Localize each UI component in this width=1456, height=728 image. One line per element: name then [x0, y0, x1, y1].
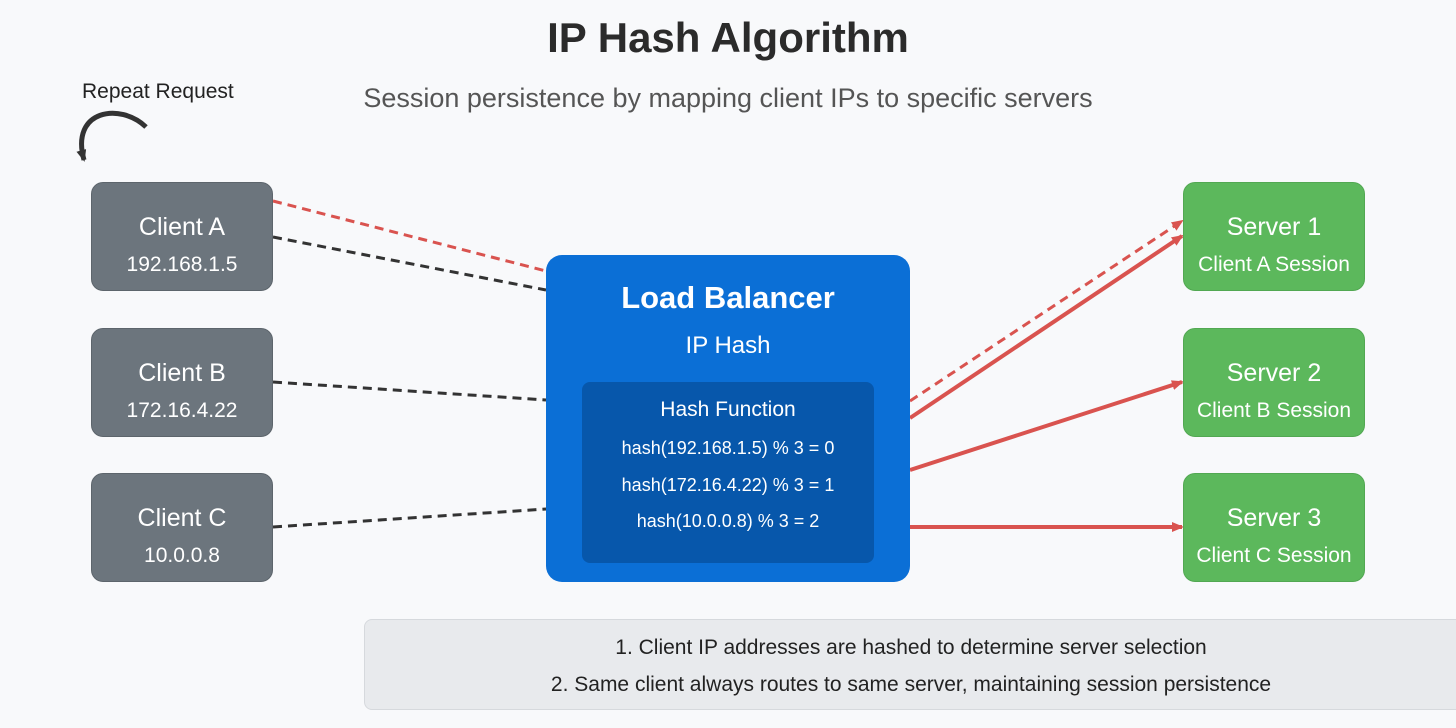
hash-line-client-c: hash(10.0.0.8) % 3 = 2	[636, 511, 820, 531]
diagram-title: IP Hash Algorithm	[547, 14, 909, 61]
client-c-node: Client C 10.0.0.8	[91, 473, 273, 582]
note-1: 1. Client IP addresses are hashed to det…	[615, 636, 1207, 659]
hash-function-title: Hash Function	[660, 398, 796, 421]
request-line-client-b	[272, 380, 547, 402]
server-1-node: Server 1 Client A Session	[1183, 182, 1365, 291]
request-line-client-a	[272, 235, 547, 292]
notes-panel: 1. Client IP addresses are hashed to det…	[364, 619, 1456, 710]
repeat-request-line-client-a	[272, 199, 547, 273]
load-balancer-method: IP Hash	[685, 332, 771, 359]
client-b-ip: 172.16.4.22	[126, 399, 238, 422]
client-b-node: Client B 172.16.4.22	[91, 328, 273, 437]
server-2-session: Client B Session	[1196, 399, 1352, 422]
client-c-ip: 10.0.0.8	[144, 544, 220, 567]
server-1-session: Client A Session	[1198, 253, 1350, 276]
server-2-name: Server 2	[1226, 359, 1322, 387]
server-1-name: Server 1	[1226, 213, 1322, 241]
repeat-request-label: Repeat Request	[82, 80, 234, 103]
hash-function-box: Hash Function hash(192.168.1.5) % 3 = 0 …	[582, 382, 874, 563]
server-2-node: Server 2 Client B Session	[1183, 328, 1365, 437]
client-a-ip: 192.168.1.5	[126, 253, 238, 276]
repeat-request-arrow	[76, 110, 148, 162]
server-3-session: Client C Session	[1196, 544, 1352, 567]
client-b-name: Client B	[138, 359, 226, 387]
route-line-server-2	[909, 380, 1184, 472]
repeat-route-line-server-1	[909, 219, 1184, 403]
load-balancer-title: Load Balancer	[621, 280, 835, 315]
load-balancer-node: Load Balancer IP Hash Hash Function hash…	[546, 255, 910, 582]
client-c-name: Client C	[137, 504, 227, 532]
hash-line-client-b: hash(172.16.4.22) % 3 = 1	[621, 475, 835, 495]
client-a-name: Client A	[138, 213, 226, 241]
request-line-client-c	[272, 507, 547, 529]
hash-line-client-a: hash(192.168.1.5) % 3 = 0	[621, 438, 835, 458]
note-2: 2. Same client always routes to same ser…	[550, 673, 1272, 696]
server-3-name: Server 3	[1226, 504, 1322, 532]
route-line-server-1	[908, 234, 1184, 420]
diagram-subtitle: Session persistence by mapping client IP…	[363, 83, 1093, 113]
server-3-node: Server 3 Client C Session	[1183, 473, 1365, 582]
client-a-node: Client A 192.168.1.5	[91, 182, 273, 291]
